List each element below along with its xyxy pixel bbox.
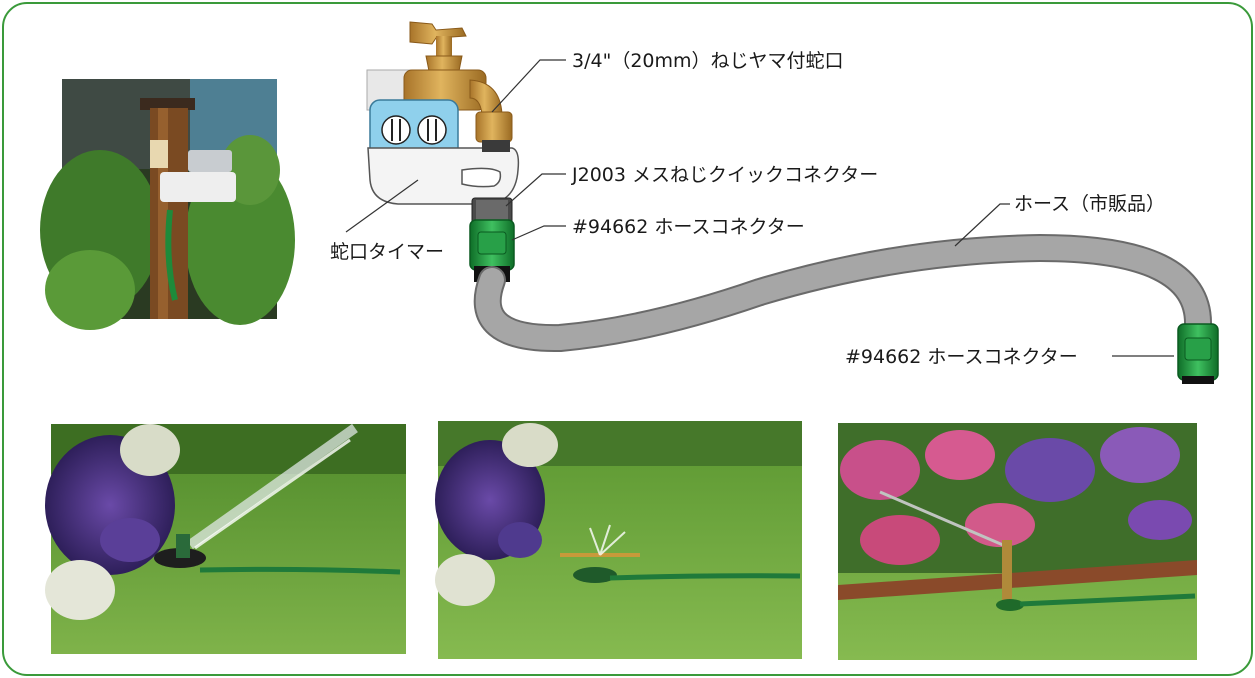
- photo-faucet-timer-post: [40, 79, 295, 330]
- leader-faucet: [491, 59, 566, 113]
- leader-quick-connector: [505, 173, 566, 207]
- leader-hose-connector-top: [511, 225, 566, 241]
- label-hose-connector-end: #94662 ホースコネクター: [845, 346, 1078, 368]
- label-hose: ホース（市販品）: [1014, 193, 1165, 215]
- hose-surface: [475, 235, 1211, 351]
- label-hose-connector-top: #94662 ホースコネクター: [572, 216, 805, 238]
- photo-sprinkler-jet: [45, 423, 406, 654]
- label-timer: 蛇口タイマー: [330, 241, 444, 263]
- photo-sprinkler-spray: [435, 421, 802, 659]
- label-faucet: 3/4"（20mm）ねじヤマ付蛇口: [572, 50, 844, 72]
- leader-hose: [954, 203, 1010, 247]
- photo-sprinkler-pink-flowers: [838, 423, 1197, 660]
- faucet-timer-illustration: [367, 99, 520, 205]
- leader-timer: [345, 179, 419, 233]
- label-quick-connector: J2003 メスねじクイックコネクター: [571, 164, 878, 186]
- hose-connector-end-illustration: [1177, 323, 1219, 384]
